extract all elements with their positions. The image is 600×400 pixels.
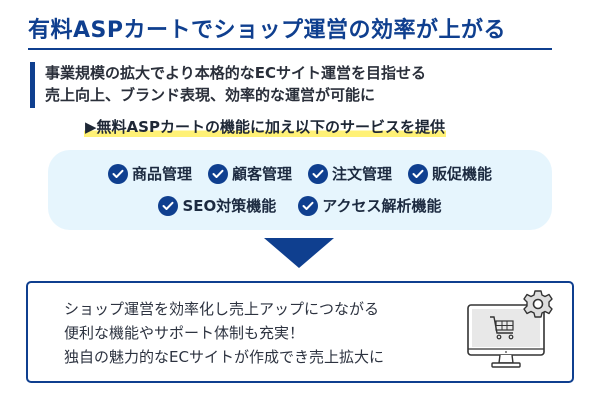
service-label: SEO対策機能 <box>182 197 277 215</box>
service-label: 商品管理 <box>131 165 192 183</box>
services-row-1: 商品管理 顧客管理 注文管理 販促機能 <box>48 163 552 184</box>
service-item-analytics: アクセス解析機能 <box>298 195 442 216</box>
check-circle-icon <box>207 163 228 184</box>
down-arrow-icon <box>264 238 334 268</box>
service-item-seo: SEO対策機能 <box>158 195 276 216</box>
check-circle-icon <box>298 195 319 216</box>
services-panel: 商品管理 顧客管理 注文管理 販促機能 SEO対策機能 アクセス解析機能 <box>48 150 552 230</box>
check-circle-icon <box>308 163 328 184</box>
result-line-1: ショップ運営を効率化し売上アップにつながる <box>64 300 380 318</box>
services-row-2: SEO対策機能 アクセス解析機能 <box>48 195 552 216</box>
result-line-2: 便利な機能やサポート体制も充実！ <box>64 324 305 342</box>
monitor-cart-gear-icon <box>458 287 558 377</box>
service-label: 顧客管理 <box>231 165 292 183</box>
service-item-promotion: 販促機能 <box>408 163 492 184</box>
check-circle-icon <box>158 195 179 216</box>
check-circle-icon <box>107 163 128 184</box>
service-label: アクセス解析機能 <box>322 197 442 215</box>
service-label: 注文管理 <box>332 165 393 183</box>
result-text: ショップ運営を効率化し売上アップにつながる 便利な機能やサポート体制も充実！ 独… <box>64 297 384 369</box>
service-label: 販促機能 <box>432 165 493 183</box>
service-item-customer-management: 顧客管理 <box>207 163 292 184</box>
service-item-order-management: 注文管理 <box>308 163 392 184</box>
intro-block: 事業規模の拡大でより本格的なECサイト運営を目指せる 売上向上、ブランド表現、効… <box>30 62 426 108</box>
result-line-3: 独自の魅力的なECサイトが作成でき売上拡大に <box>64 348 384 366</box>
check-circle-icon <box>408 163 429 184</box>
service-item-product-management: 商品管理 <box>107 163 192 184</box>
result-box: ショップ運営を効率化し売上アップにつながる 便利な機能やサポート体制も充実！ 独… <box>26 281 574 383</box>
page-title: 有料ASPカートでショップ運営の効率が上がる <box>28 12 552 50</box>
intro-line-2: 売上向上、ブランド表現、効率的な運営が可能に <box>45 86 376 104</box>
intro-line-1: 事業規模の拡大でより本格的なECサイト運営を目指せる <box>45 64 426 82</box>
services-intro-highlight: ▶無料ASPカートの機能に加え以下のサービスを提供 <box>84 116 446 137</box>
